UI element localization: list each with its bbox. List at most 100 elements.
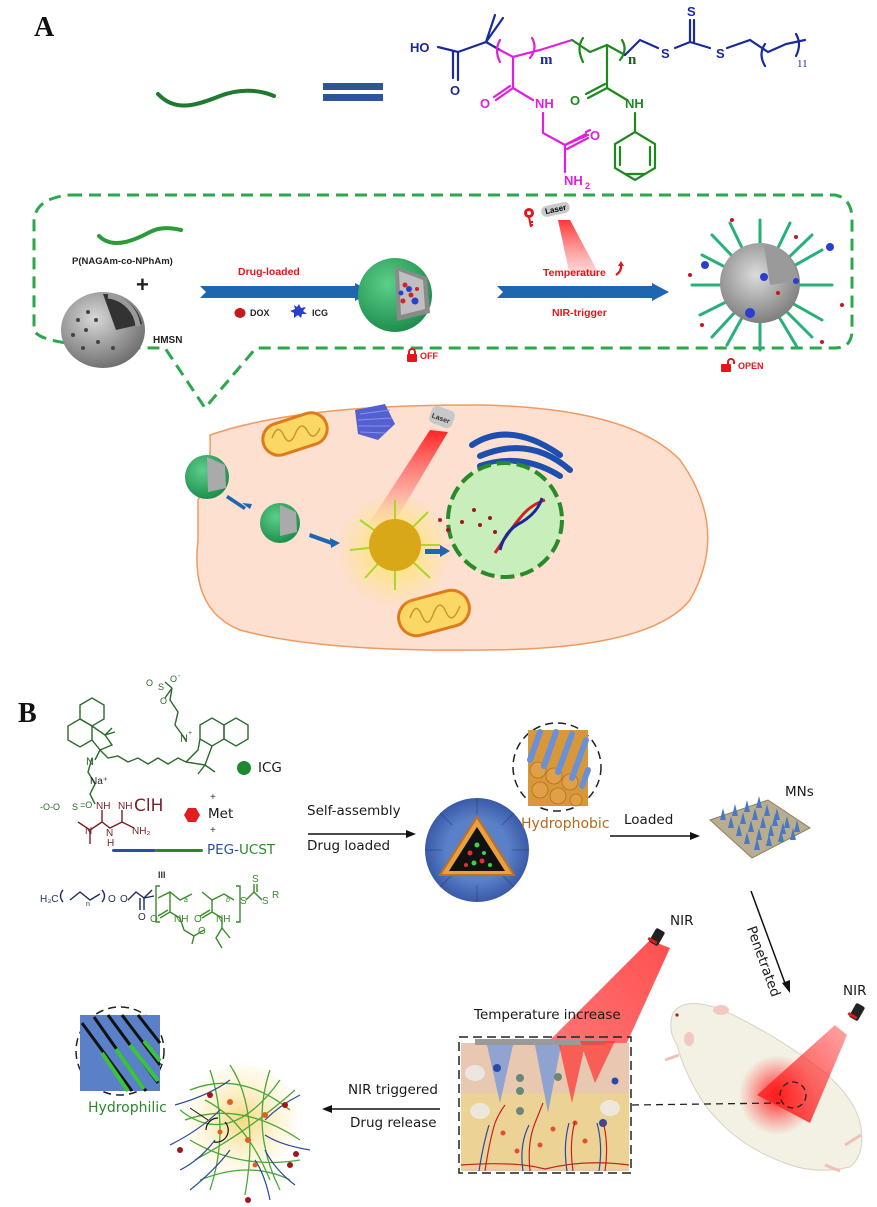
nir-device-icon [647, 928, 665, 946]
arrow-loaded [610, 832, 700, 840]
polymer-label: P(NAGAm-co-NPhAm) [72, 256, 173, 267]
dox-icon [234, 308, 246, 318]
met-salt: ClH [134, 796, 164, 816]
svg-text:NH: NH [118, 801, 132, 812]
plus-sign: + [210, 792, 216, 803]
svg-text:-: - [178, 673, 181, 680]
plus-sign: + [136, 272, 149, 297]
temperature-label: Temperature [543, 267, 606, 279]
arrow-penetrated [750, 890, 790, 993]
svg-text:N: N [85, 826, 92, 837]
met-legend-hexagon [184, 808, 200, 822]
icg-label: ICG [258, 760, 282, 776]
opened-particle [688, 218, 844, 352]
lock-closed-icon [407, 348, 417, 362]
icg-icon [290, 304, 307, 318]
svg-text:N: N [180, 733, 188, 745]
panel-b-label: B [18, 698, 37, 729]
polymer-icon [97, 226, 183, 245]
self-assembly-label: Self-assembly [307, 803, 401, 819]
mns-label: MNs [785, 784, 814, 800]
svg-text:NH₂: NH₂ [132, 826, 150, 837]
svg-text:a: a [184, 897, 188, 904]
hmsn-label: HMSN [153, 335, 183, 346]
microneedle-patch [709, 796, 811, 859]
svg-text:S: S [252, 874, 259, 885]
hydrophilic-inset [75, 1006, 165, 1096]
svg-text:O: O [194, 914, 202, 925]
svg-text:n: n [86, 901, 90, 908]
atom-nh2: NH [564, 173, 583, 188]
nir-trigger-label: NIR-trigger [552, 307, 607, 319]
nir-triggered-label: NIR triggered [348, 1082, 438, 1098]
peg-label: PEG- [207, 842, 240, 858]
svg-text:N: N [86, 756, 94, 768]
atom-o: O [450, 83, 460, 98]
svg-text:O: O [146, 678, 153, 688]
peg-ucst-label: PEG-UCST [207, 842, 275, 858]
svg-text:O: O [160, 696, 167, 706]
svg-text:H₃C: H₃C [40, 894, 59, 905]
polymer-structure: HO O m n S S S 11 O NH O NH 2 O NH [410, 4, 808, 191]
lock-open-icon [721, 358, 735, 372]
plus-sign: + [210, 825, 216, 836]
icg-legend-dot [237, 761, 251, 775]
atom-o: O [480, 96, 490, 111]
atom-o: O [590, 128, 600, 143]
ucst-block-bar [155, 849, 203, 852]
nir-label-1: NIR [670, 913, 694, 929]
mitochondrion-icon [261, 411, 329, 457]
subscript-2: 2 [585, 181, 590, 191]
atom-o: O [570, 93, 580, 108]
svg-text:NH: NH [96, 801, 110, 812]
svg-text:O: O [150, 914, 158, 925]
svg-text:S: S [72, 802, 78, 812]
svg-text:+: + [188, 730, 192, 737]
panel-a-label: A [34, 12, 55, 43]
loaded-particle [358, 258, 432, 332]
svg-text:NH: NH [174, 914, 188, 925]
svg-text:Na⁺: Na⁺ [90, 776, 108, 787]
svg-text:R: R [272, 890, 279, 901]
svg-text:O: O [170, 674, 177, 684]
hydrophobic-inset [512, 722, 602, 812]
zoom-connector [631, 1102, 781, 1106]
arrow-drug-release [322, 1105, 440, 1113]
temperature-up-arrow-icon [615, 261, 624, 276]
atom-nh: NH [625, 96, 644, 111]
atom-ho: HO [410, 40, 430, 55]
svg-text:S: S [262, 896, 269, 907]
drug-loaded-label: Drug loaded [307, 838, 391, 854]
subscript-n: n [628, 52, 637, 68]
svg-text:NH: NH [216, 914, 230, 925]
loaded-label: Loaded [624, 812, 674, 828]
off-label: OFF [420, 351, 438, 361]
met-label: Met [208, 806, 234, 822]
equivalence-sign: III [158, 870, 166, 880]
dna-icon [493, 497, 546, 554]
svg-text:S: S [158, 682, 164, 692]
atom-s: S [687, 4, 696, 19]
svg-text:S: S [240, 896, 247, 907]
hydrophobic-label: Hydrophobic [521, 816, 610, 832]
polymer-chain-icon [156, 88, 276, 108]
laser-beam [558, 220, 600, 276]
atom-nh: NH [535, 96, 554, 111]
skin-cross-section [458, 1036, 632, 1174]
hmsn-particle [61, 292, 145, 368]
atom-s: S [716, 46, 725, 61]
svg-text:O: O [198, 926, 206, 937]
peg-block-bar [112, 849, 156, 852]
svg-text:O: O [108, 894, 116, 905]
svg-text:O: O [120, 894, 128, 905]
svg-text:-O-O: -O-O [40, 802, 60, 812]
svg-text:H: H [107, 838, 114, 849]
drug-loaded-label: Drug-loaded [238, 266, 300, 278]
temperature-increase-label: Temperature increase [474, 1007, 621, 1023]
atom-s: S [661, 46, 670, 61]
nir-label-2: NIR [843, 983, 867, 999]
key-icon [524, 208, 534, 228]
